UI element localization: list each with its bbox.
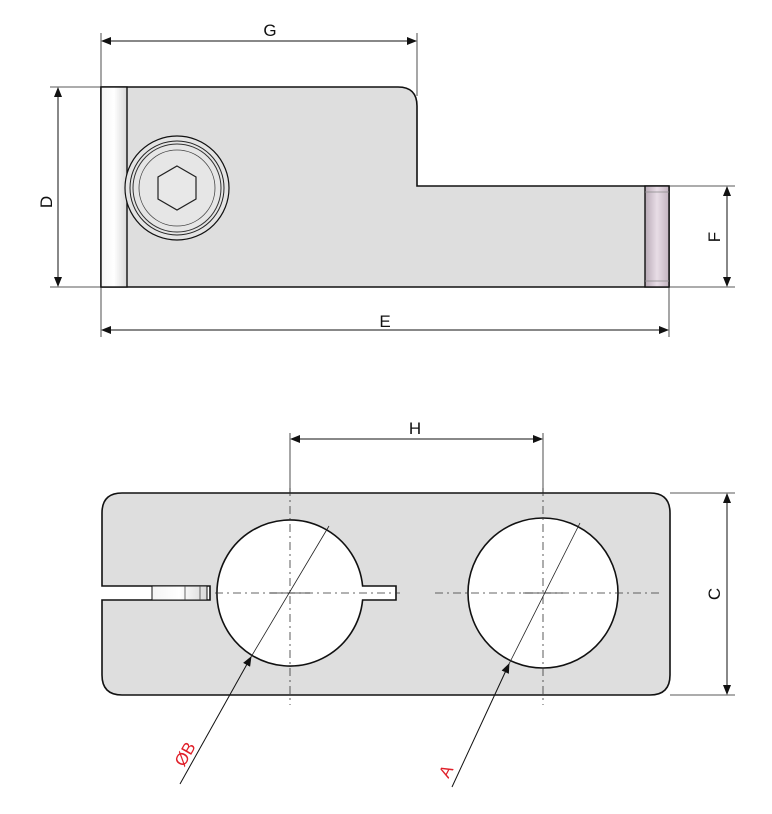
right-end-cap: [644, 185, 670, 288]
dimension-label-e: E: [379, 312, 390, 331]
dimension-label-d: D: [37, 196, 56, 208]
top-view: G D E F: [37, 21, 735, 337]
bottom-view: H C ØB A: [101, 419, 735, 788]
callout-label-b: ØB: [171, 739, 200, 770]
dimension-label-h: H: [409, 419, 421, 438]
dimension-label-f: F: [705, 232, 724, 242]
callout-label-a: A: [435, 761, 457, 781]
slot-insert: [151, 585, 208, 601]
dimension-label-g: G: [263, 21, 276, 40]
socket-screw-icon: [124, 135, 230, 241]
left-end-cap: [100, 86, 128, 288]
dimension-label-c: C: [705, 588, 724, 600]
